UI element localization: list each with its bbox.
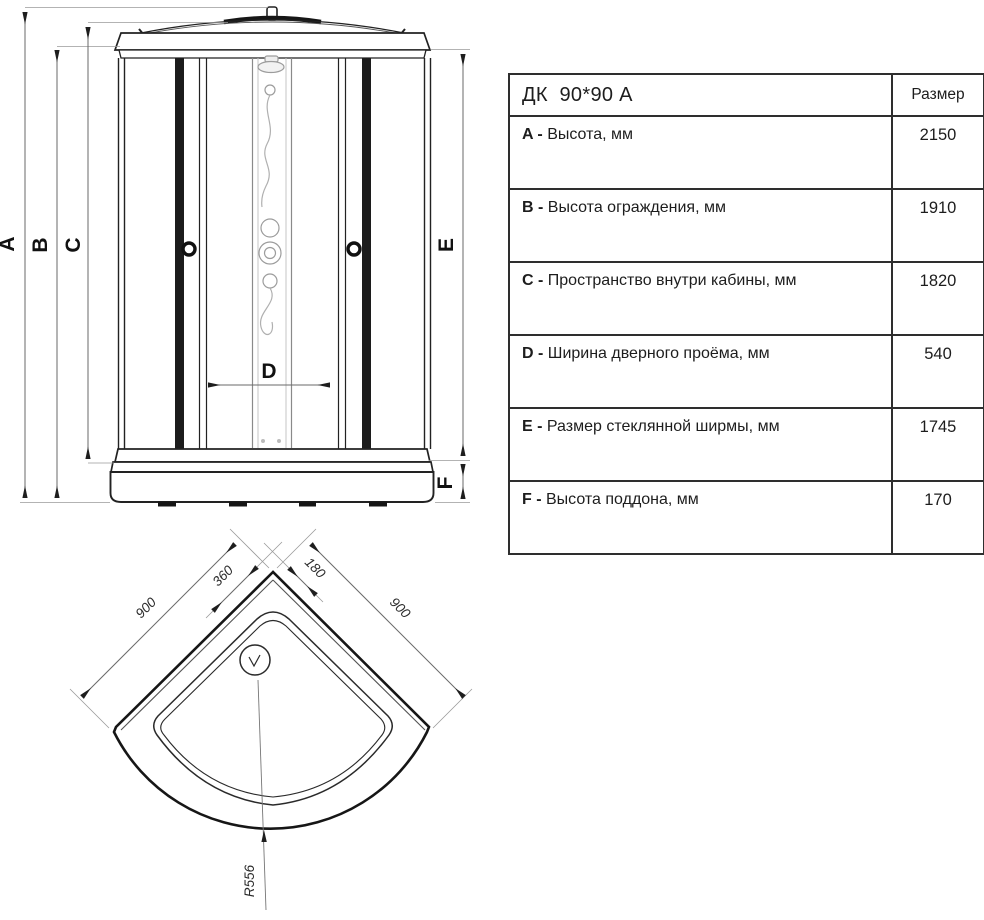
dim-row-label: F - Высота поддона, мм	[508, 480, 893, 555]
dim-label-d: D	[261, 360, 276, 383]
outer-frame-posts	[117, 58, 432, 449]
tray-inner-rim-inner	[160, 619, 386, 798]
plan-view-drawing: 900 900 360 180 R556	[69, 528, 473, 911]
dim-label-b: B	[29, 237, 52, 252]
dim-desc: Ширина дверного проёма, мм	[547, 345, 770, 362]
dim-key: D -	[522, 345, 548, 362]
shower-column	[251, 55, 293, 448]
dim-row-label: B - Высота ограждения, мм	[508, 188, 893, 263]
front-view-drawing: A B C D E F	[0, 6, 470, 507]
drain-mark	[248, 654, 261, 668]
radius-leader-line	[257, 679, 267, 911]
dim-desc: Высота поддона, мм	[546, 491, 699, 508]
control-knob-middle	[258, 241, 282, 265]
size-column-header: Размер	[891, 73, 984, 117]
dim-row-value: 1910	[891, 188, 984, 263]
plan-dim-right-900: 900	[387, 595, 414, 622]
radius-arrowhead	[261, 830, 267, 842]
dim-row-label: A - Высота, мм	[508, 115, 893, 190]
tray-plan	[112, 570, 431, 830]
hose-loop	[260, 287, 274, 335]
shower-head	[257, 60, 285, 74]
shower-hose	[261, 94, 272, 208]
tray-step-2	[109, 461, 435, 473]
dim-row-label: E - Размер стеклянной ширмы, мм	[508, 407, 893, 482]
dim-row-value: 540	[891, 334, 984, 409]
plan-dim-left-900: 900	[133, 594, 160, 621]
plan-dim-180: 180	[302, 555, 329, 582]
control-knob-top	[260, 218, 280, 238]
dim-row-label: D - Ширина дверного проёма, мм	[508, 334, 893, 409]
dim-label-a: A	[0, 236, 19, 251]
tray-inner-rim-outer	[153, 611, 393, 806]
left-door-handle	[181, 241, 197, 257]
drain	[239, 644, 271, 676]
panel-foot-left	[261, 439, 265, 443]
dim-row-label: C - Пространство внутри кабины, мм	[508, 261, 893, 336]
panel-foot-right	[277, 439, 281, 443]
roof-dome-arc	[140, 19, 405, 34]
hand-shower	[264, 84, 276, 96]
dimensions-table-wrap: ДК 90*90 А Размер A - Высота, мм 2150 B …	[508, 73, 984, 555]
dim-row-value: 170	[891, 480, 984, 555]
dim-desc: Высота ограждения, мм	[547, 199, 726, 216]
tray-step-1	[113, 448, 432, 463]
control-knob-middle-inner	[263, 246, 277, 260]
front-dimensions: A B C D E F	[0, 7, 470, 503]
table-row: B - Высота ограждения, мм 1910	[508, 188, 984, 263]
top-frame-band	[113, 32, 432, 51]
table-row: D - Ширина дверного проёма, мм 540	[508, 334, 984, 409]
plan-dim-radius: R556	[242, 864, 257, 897]
left-dark-post	[175, 58, 184, 449]
right-dark-post	[362, 58, 371, 449]
dim-key: E -	[522, 418, 547, 435]
table-row: A - Высота, мм 2150	[508, 115, 984, 190]
cabin-structure	[109, 6, 435, 507]
plan-dim-360: 360	[210, 562, 237, 589]
dim-row-value: 1745	[891, 407, 984, 482]
dim-key: A -	[522, 126, 548, 143]
control-knob-bottom	[262, 273, 278, 289]
dim-desc: Пространство внутри кабины, мм	[547, 272, 797, 289]
dim-row-value: 1820	[891, 261, 984, 336]
shower-panel-inner	[257, 58, 287, 448]
dim-row-value: 2150	[891, 115, 984, 190]
table-row: F - Высота поддона, мм 170	[508, 480, 984, 555]
right-door-handle	[346, 241, 362, 257]
dim-label-c: C	[62, 237, 85, 252]
dim-label-f: F	[434, 476, 457, 489]
table-row: C - Пространство внутри кабины, мм 1820	[508, 261, 984, 336]
dimensions-table: ДК 90*90 А Размер A - Высота, мм 2150 B …	[508, 73, 984, 555]
dim-key: C -	[522, 272, 548, 289]
model-title: ДК 90*90 А	[508, 73, 893, 117]
dim-desc: Размер стеклянной ширмы, мм	[546, 418, 780, 435]
tray-body	[109, 471, 435, 503]
dim-desc: Высота, мм	[547, 126, 634, 143]
table-row: E - Размер стеклянной ширмы, мм 1745	[508, 407, 984, 482]
roof-dome-arc-inner	[149, 21, 396, 34]
dim-label-e: E	[435, 238, 458, 252]
dim-key: F -	[522, 491, 546, 508]
dim-key: B -	[522, 199, 548, 216]
door-posts	[198, 58, 347, 449]
table-header-row: ДК 90*90 А Размер	[508, 73, 984, 117]
